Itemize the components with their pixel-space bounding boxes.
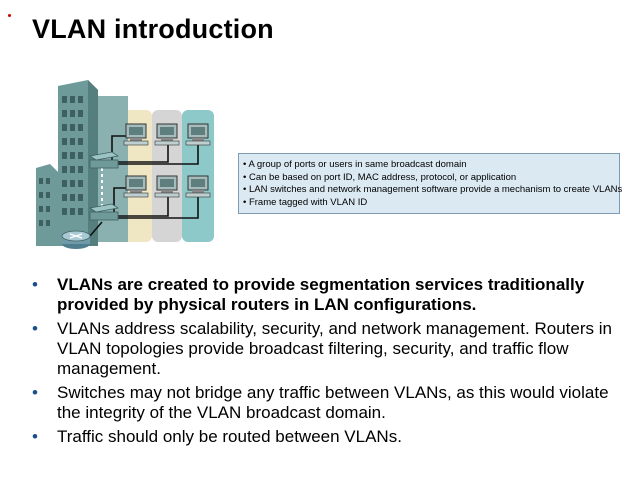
workstation-icon-r2c2 <box>154 175 180 198</box>
vlan-definition-callout: • A group of ports or users in same broa… <box>238 153 623 214</box>
callout-line: • A group of ports or users in same broa… <box>243 159 467 170</box>
building-icon-left <box>36 164 58 246</box>
workstation-icon-r1c2 <box>154 123 180 146</box>
switch-icon-upper <box>88 151 120 169</box>
bullet-glyph: • <box>32 319 38 338</box>
vlan-diagram <box>30 76 230 266</box>
workstation-icon-r1c1 <box>123 123 149 146</box>
workstation-icon-r1c3 <box>185 123 211 146</box>
workstation-icon-r2c1 <box>123 175 149 198</box>
bullet-item: • VLANs address scalability, security, a… <box>32 319 622 379</box>
callout-line: • Frame tagged with VLAN ID <box>243 196 368 208</box>
bullet-item: • Switches may not bridge any traffic be… <box>32 383 622 423</box>
bullet-text: Traffic should only be routed between VL… <box>57 427 402 446</box>
bullet-glyph: • <box>32 427 38 446</box>
bullet-glyph: • <box>32 383 38 402</box>
bullet-list: • VLANs are created to provide segmentat… <box>32 275 622 451</box>
red-dot-marker <box>8 14 11 17</box>
bullet-text: VLANs address scalability, security, and… <box>57 319 612 378</box>
bullet-item: • VLANs are created to provide segmentat… <box>32 275 622 315</box>
callout-line: • Can be based on port ID, MAC address, … <box>243 171 517 183</box>
bullet-glyph: • <box>32 275 38 294</box>
bullet-text: VLANs are created to provide segmentatio… <box>57 275 585 314</box>
slide-title: VLAN introduction <box>32 14 274 44</box>
router-icon <box>61 230 91 249</box>
bullet-item: • Traffic should only be routed between … <box>32 427 622 447</box>
workstation-icon-r2c3 <box>185 175 211 198</box>
bullet-text: Switches may not bridge any traffic betw… <box>57 383 609 422</box>
callout-line: • LAN switches and network management so… <box>243 184 623 195</box>
switch-icon-lower <box>88 203 120 221</box>
